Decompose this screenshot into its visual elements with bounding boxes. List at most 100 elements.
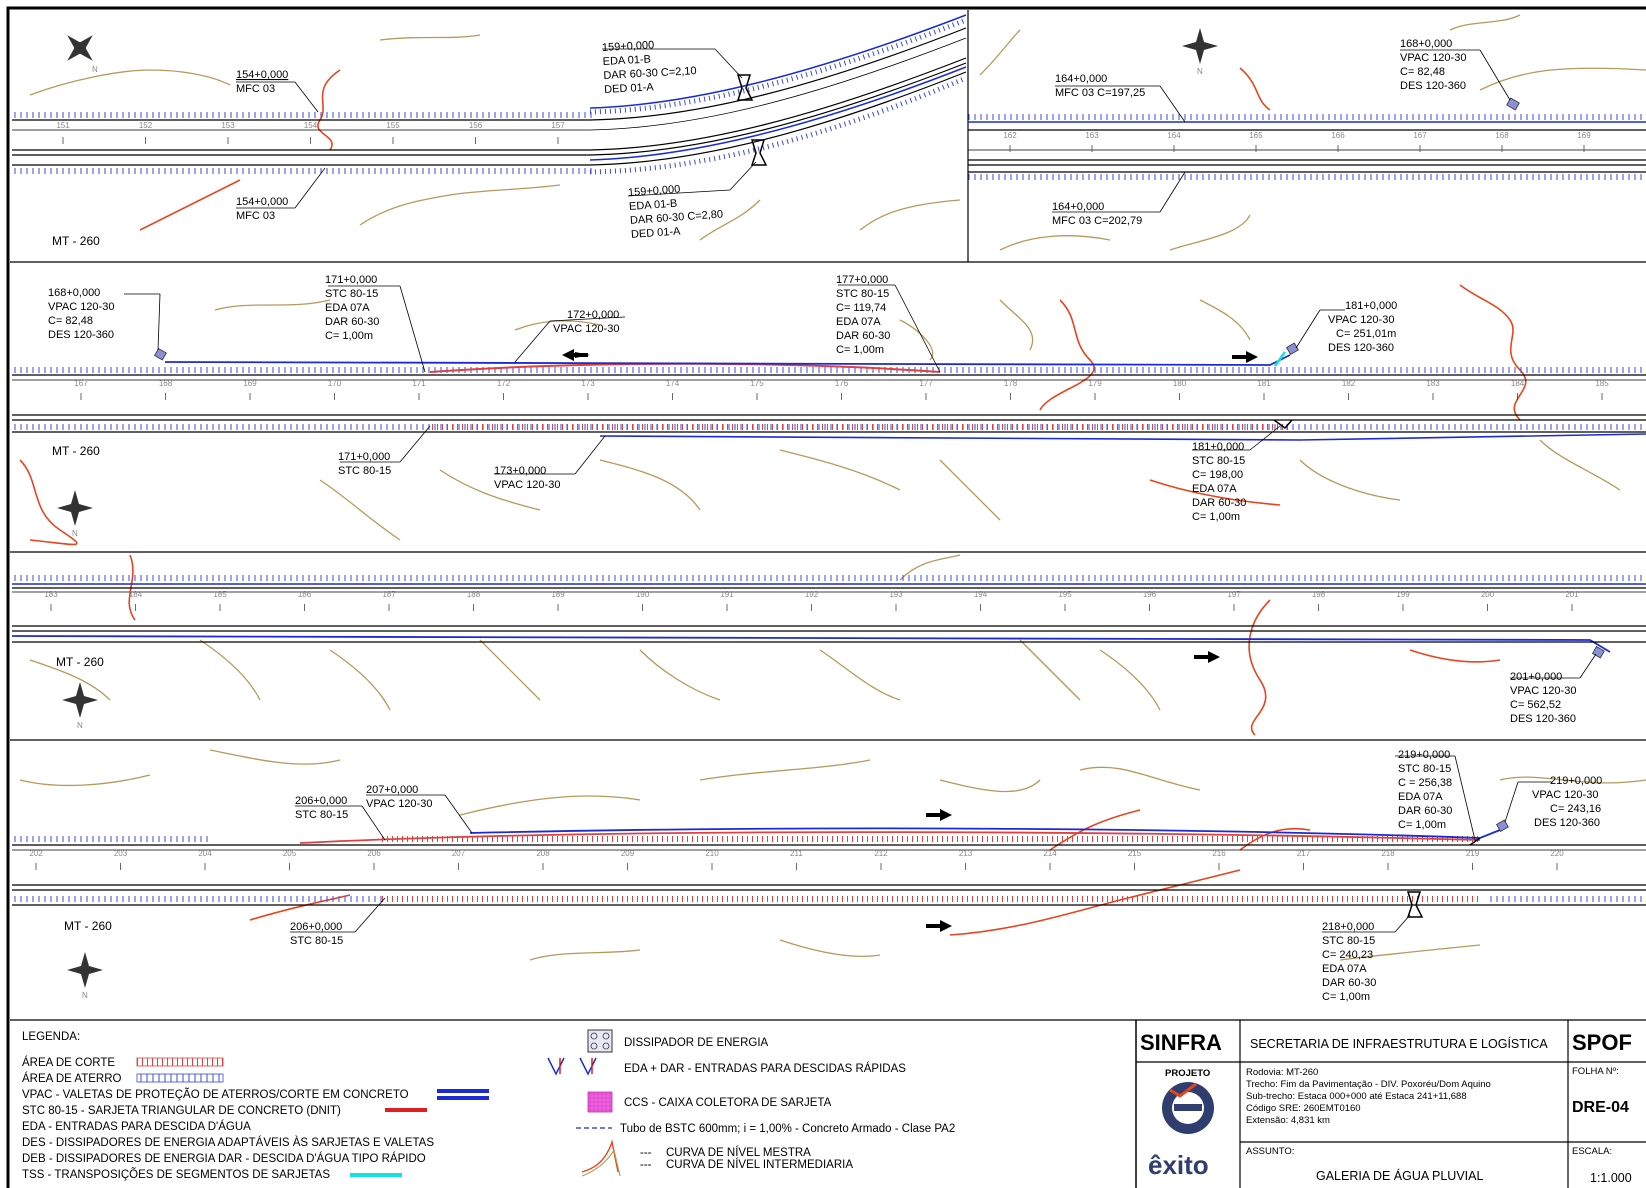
legend-swatch-corte <box>136 1057 224 1067</box>
p4-station-209: 209 <box>621 849 635 858</box>
svg-text:N: N <box>1197 67 1203 76</box>
label-219-stc: 219+0,000 STC 80-15 C = 256,38 EDA 07A D… <box>1398 749 1455 831</box>
p4-station-205: 205 <box>283 849 297 858</box>
p1r-station-169: 169 <box>1577 131 1591 140</box>
p4-station-217: 217 <box>1297 849 1311 858</box>
p1r-station-165: 165 <box>1249 131 1263 140</box>
p3-station-201: 201 <box>1565 590 1579 599</box>
ccs-icon <box>587 1091 613 1113</box>
logo-wordmark: êxito <box>1148 1150 1209 1180</box>
p2-station-173: 173 <box>581 379 595 388</box>
label-154-top: 154+0,000 MFC 03 <box>236 69 291 95</box>
label-164-bottom: 164+0,000 MFC 03 C=202,79 <box>1052 201 1142 227</box>
legend-dash-2: --- <box>640 1159 652 1171</box>
label-218: 218+0,000 STC 80-15 C= 240,23 EDA 07A DA… <box>1322 921 1379 1003</box>
road-name-4: MT - 260 <box>64 919 112 933</box>
legend-swatch-stc <box>385 1108 427 1112</box>
p1-station-157: 157 <box>551 121 565 130</box>
legend-item-curva-mestra: CURVA DE NÍVEL MESTRA <box>666 1146 811 1159</box>
p4-station-203: 203 <box>114 849 128 858</box>
p1r-station-163: 163 <box>1085 131 1099 140</box>
org-fullname: SECRETARIA DE INFRAESTRUTURA E LOGÍSTICA <box>1250 1036 1548 1051</box>
p2-station-167: 167 <box>74 379 88 388</box>
p3-station-186: 186 <box>298 590 312 599</box>
p2-station-180: 180 <box>1173 379 1187 388</box>
p3-station-190: 190 <box>636 590 650 599</box>
svg-text:N: N <box>82 991 88 1000</box>
svg-text:N: N <box>77 721 83 730</box>
p1-station-154: 154 <box>304 121 318 130</box>
label-164-top: 164+0,000 MFC 03 C=197,25 <box>1055 73 1145 99</box>
p4-station-215: 215 <box>1128 849 1142 858</box>
folha-value: DRE-04 <box>1572 1099 1629 1116</box>
p3-station-194: 194 <box>974 590 988 599</box>
p4-station-213: 213 <box>959 849 973 858</box>
p4-station-216: 216 <box>1212 849 1226 858</box>
legend-dash-1: --- <box>640 1147 652 1159</box>
legend-item-des: DES - DISSIPADORES DE ENERGIA ADAPTÁVEIS… <box>22 1136 434 1149</box>
p4-station-204: 204 <box>198 849 212 858</box>
legend-item-tubo: Tubo de BSTC 600mm; i = 1,00% - Concreto… <box>620 1123 955 1135</box>
title-block: SINFRA SECRETARIA DE INFRAESTRUTURA E LO… <box>1135 1020 1646 1188</box>
p2-station-178: 178 <box>1004 379 1018 388</box>
label-181-bottom: 181+0,000 STC 80-15 C= 198,00 EDA 07A DA… <box>1192 441 1249 523</box>
p1-station-156: 156 <box>469 121 483 130</box>
label-219-vpac: 219+0,000 VPAC 120-30 C= 243,16 DES 120-… <box>1532 775 1605 829</box>
eda-dar-icon <box>547 1057 597 1076</box>
label-181-top: 181+0,000 VPAC 120-30 C= 251,01m DES 120… <box>1328 300 1400 354</box>
legend-item-tss: TSS - TRANSPOSIÇÕES DE SEGMENTOS DE SARJ… <box>22 1168 330 1181</box>
brand-cut: SPOF <box>1572 1030 1632 1055</box>
p2-station-179: 179 <box>1088 379 1102 388</box>
label-207: 207+0,000 VPAC 120-30 <box>366 784 432 810</box>
p1-station-155: 155 <box>386 121 400 130</box>
legend: LEGENDA: ÁREA DE CORTE ÁREA DE ATERRO VP… <box>22 1029 955 1181</box>
legend-item-dissipador: DISSIPADOR DE ENERGIA <box>624 1037 769 1049</box>
p2-station-182: 182 <box>1342 379 1356 388</box>
p4-station-219: 219 <box>1466 849 1480 858</box>
p2-station-184: 184 <box>1511 379 1525 388</box>
p3-station-198: 198 <box>1312 590 1326 599</box>
legend-swatch-tss <box>350 1173 402 1177</box>
p2-station-170: 170 <box>328 379 342 388</box>
p3-station-193: 193 <box>889 590 903 599</box>
p4-station-207: 207 <box>452 849 466 858</box>
p3-station-185: 185 <box>213 590 227 599</box>
p2-station-174: 174 <box>666 379 680 388</box>
road-name-1: MT - 260 <box>52 234 100 248</box>
legend-swatch-vpac <box>437 1089 489 1093</box>
p3-station-189: 189 <box>551 590 565 599</box>
legend-swatch-aterro <box>136 1073 224 1083</box>
p3-station-184: 184 <box>129 590 143 599</box>
escala-value: 1:1.000 <box>1590 1171 1632 1185</box>
p4-station-220: 220 <box>1550 849 1564 858</box>
p2-station-185: 185 <box>1595 379 1609 388</box>
legend-item-vpac: VPAC - VALETAS DE PROTEÇÃO DE ATERROS/CO… <box>22 1088 409 1101</box>
legend-item-deb: DEB - DISSIPADORES DE ENERGIA DAR - DESC… <box>22 1152 426 1165</box>
p2-station-177: 177 <box>919 379 933 388</box>
p4-station-218: 218 <box>1381 849 1395 858</box>
label-177: 177+0,000 STC 80-15 C= 119,74 EDA 07A DA… <box>836 274 893 356</box>
p2-station-171: 171 <box>412 379 426 388</box>
svg-text:N: N <box>92 65 98 74</box>
p2-station-169: 169 <box>243 379 257 388</box>
label-168-left: 168+0,000 VPAC 120-30 C= 82,48 DES 120-3… <box>48 287 118 341</box>
projeto-label: PROJETO <box>1165 1068 1210 1079</box>
legend-item-curva-intermediaria: CURVA DE NÍVEL INTERMEDIARIA <box>666 1158 853 1171</box>
project-info: Rodovia: MT-260 Trecho: Fim da Pavimenta… <box>1246 1067 1493 1126</box>
p3-station-195: 195 <box>1058 590 1072 599</box>
legend-title: LEGENDA: <box>22 1031 80 1043</box>
p1-station-153: 153 <box>221 121 235 130</box>
legend-item-ccs: CCS - CAIXA COLETORA DE SARJETA <box>624 1097 832 1109</box>
folha-label: FOLHA Nº: <box>1572 1066 1619 1077</box>
label-173: 173+0,000 VPAC 120-30 <box>494 465 560 491</box>
p2-station-181: 181 <box>1257 379 1271 388</box>
p3-station-183: 183 <box>44 590 58 599</box>
p2-station-176: 176 <box>835 379 849 388</box>
p2-station-172: 172 <box>497 379 511 388</box>
label-168-right: 168+0,000 VPAC 120-30 C= 82,48 DES 120-3… <box>1400 38 1470 92</box>
annotation-labels: 154+0,000 MFC 03 154+0,000 MFC 03 159+0,… <box>48 38 1605 1003</box>
p1r-station-164: 164 <box>1167 131 1181 140</box>
